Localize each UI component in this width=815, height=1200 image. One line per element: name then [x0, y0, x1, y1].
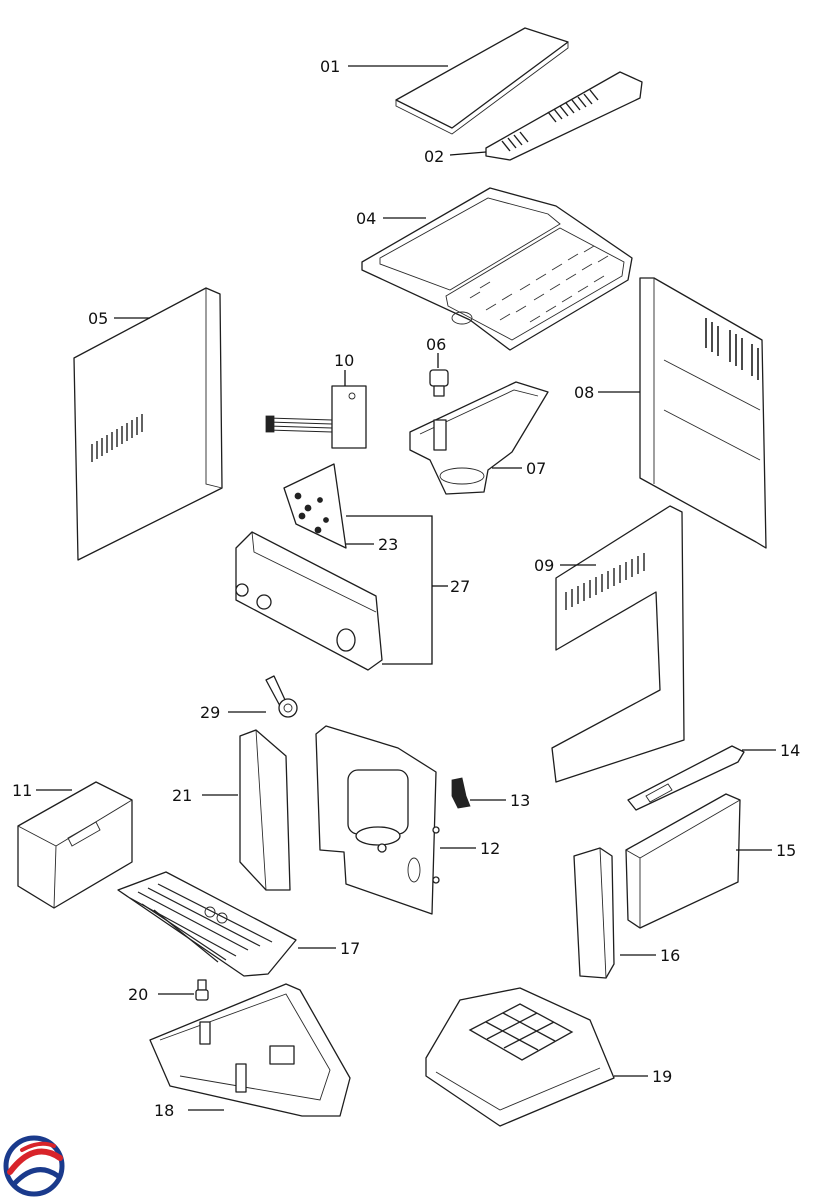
part-02-grille-strip	[485, 71, 643, 161]
part-09-rear-panel	[551, 505, 685, 783]
callout-13: 13	[510, 791, 530, 810]
callout-11: 11	[12, 781, 32, 800]
callout-04: 04	[356, 209, 376, 228]
callout-14: 14	[780, 741, 800, 760]
part-06-knob	[429, 369, 449, 397]
callout-09: 09	[534, 556, 554, 575]
part-11-water-tank	[17, 781, 133, 909]
part-18-drip-tray	[149, 983, 351, 1117]
part-10-cable-board	[265, 385, 367, 449]
callout-08: 08	[574, 383, 594, 402]
part-13-clip	[451, 777, 471, 809]
part-04-top-frame	[361, 187, 633, 351]
callout-18: 18	[154, 1101, 174, 1120]
part-05-left-side-panel	[73, 287, 223, 561]
callout-17: 17	[340, 939, 360, 958]
part-15-dreg-box	[625, 793, 741, 929]
callout-16: 16	[660, 946, 680, 965]
part-12-front-cover	[315, 725, 440, 915]
part-07-funnel	[409, 381, 549, 495]
part-27-control-panel	[235, 531, 383, 671]
part-19-base	[425, 987, 615, 1127]
callout-20: 20	[128, 985, 148, 1004]
callout-23: 23	[378, 535, 398, 554]
callout-27: 27	[450, 577, 470, 596]
callout-10: 10	[334, 351, 354, 370]
callout-19: 19	[652, 1067, 672, 1086]
part-08-right-side-panel	[639, 277, 767, 549]
part-23-control-board	[283, 463, 347, 549]
part-14-handle	[627, 745, 745, 811]
part-17-drip-grille	[117, 871, 297, 977]
callout-15: 15	[776, 841, 796, 860]
part-20-small-knob	[195, 979, 209, 1001]
callout-12: 12	[480, 839, 500, 858]
part-16-front-trim	[573, 847, 615, 979]
callout-21: 21	[172, 786, 192, 805]
callout-02: 02	[424, 147, 444, 166]
callout-labels: 01 02 04 05 06 07 08 09 10 11 12 13 14 1…	[12, 57, 800, 1120]
callout-01: 01	[320, 57, 340, 76]
part-21-side-trim	[239, 729, 291, 891]
part-29-lever	[265, 675, 298, 718]
callout-06: 06	[426, 335, 446, 354]
brand-logo	[3, 1135, 65, 1197]
part-01-top-lid	[395, 27, 569, 135]
callout-07: 07	[526, 459, 546, 478]
callout-05: 05	[88, 309, 108, 328]
callout-29: 29	[200, 703, 220, 722]
